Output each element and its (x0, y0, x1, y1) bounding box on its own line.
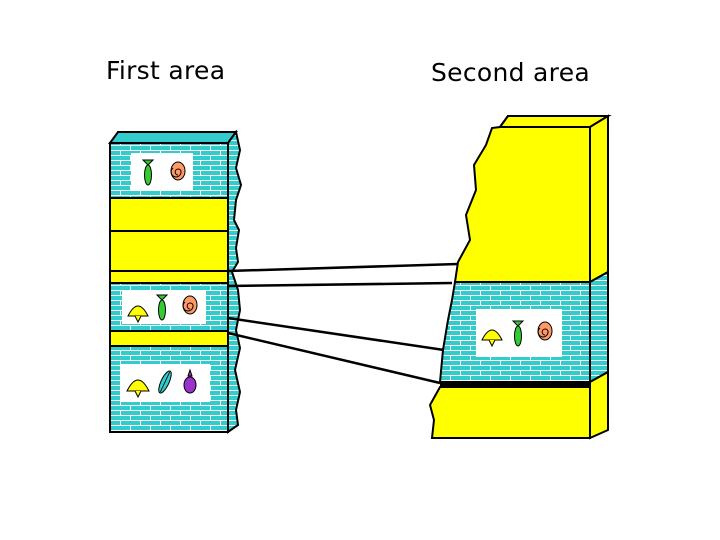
correlation-line (227, 281, 453, 288)
first-stratum-2-sandstone (109, 197, 229, 232)
ammonite-fossil (182, 295, 198, 315)
correlation-lines (227, 262, 459, 385)
second-stratum-bottom-sandstone (428, 386, 591, 439)
fish-fossil (141, 159, 155, 186)
second-column-side-lower (589, 370, 609, 440)
second-column-side-upper (589, 114, 609, 284)
correlation-line (227, 316, 445, 352)
second-area-label: Second area (431, 58, 591, 87)
correlation-line (227, 331, 441, 385)
first-column-top-face (108, 131, 238, 144)
first-area-label: First area (106, 56, 226, 85)
belemnite-fossil (158, 370, 172, 394)
first-stratum-4-sandstone (109, 270, 229, 284)
first-column-side-face (227, 129, 243, 434)
gastropod-fossil (183, 368, 197, 394)
second-column-side-brick (589, 270, 609, 384)
fish-fossil (155, 294, 169, 321)
fish-fossil (511, 320, 525, 347)
second-stratum-divider (440, 382, 590, 387)
first-area-column (108, 129, 243, 434)
ammonite-fossil (170, 161, 186, 181)
first-stratum-3-sandstone (109, 230, 229, 272)
first-stratum-6-sandstone (109, 330, 229, 347)
ammonite-fossil (537, 321, 553, 341)
shell-fossil (481, 329, 503, 348)
correlation-line (227, 262, 459, 273)
second-stratum-top-sandstone (453, 115, 612, 283)
shell-fossil (127, 305, 149, 324)
shell-fossil (126, 379, 150, 399)
second-area-column (428, 114, 612, 440)
